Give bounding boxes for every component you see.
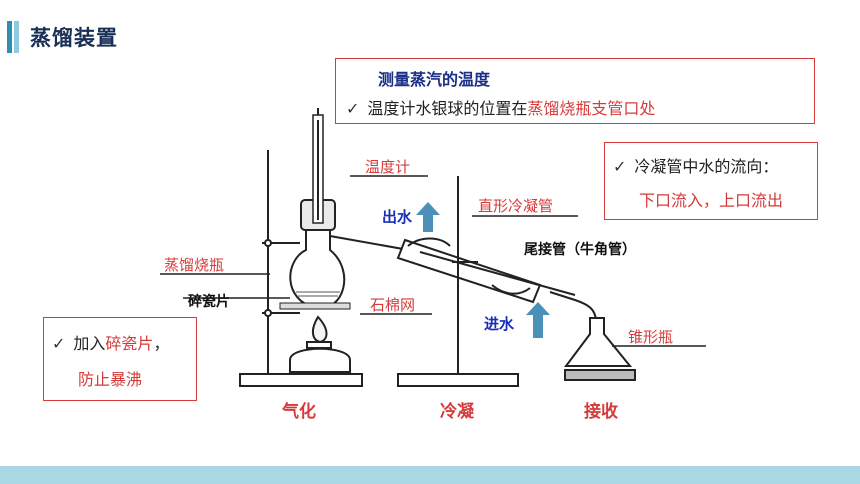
stage-collect: 接收 <box>584 402 618 422</box>
alcohol-burner <box>289 315 351 373</box>
stage-vaporize: 气化 <box>282 402 316 422</box>
label-chips: 碎瓷片 <box>188 294 230 310</box>
adapter-tube <box>549 291 597 321</box>
label-thermometer: 温度计 <box>365 158 411 176</box>
header-accent-bar <box>7 21 12 53</box>
asbestos-gauze <box>279 302 351 310</box>
label-condenser: 直形冷凝管 <box>478 197 554 215</box>
checkmark-icon: ✓ <box>613 157 627 176</box>
water-flow-note-box: ✓冷凝管中水的流向： 下口流入，上口流出 <box>604 142 818 220</box>
footer-band <box>0 466 860 484</box>
condenser-tube <box>329 235 576 304</box>
thermometer-note-box: 测量蒸汽的温度 ✓温度计水银球的位置在蒸馏烧瓶支管口处 <box>335 58 815 124</box>
label-water-in: 进水 <box>484 315 515 333</box>
water-out-arrow <box>416 202 440 232</box>
label-erlenmeyer: 锥形瓶 <box>628 328 674 346</box>
label-flask: 蒸馏烧瓶 <box>164 256 225 274</box>
thermometer <box>312 114 324 224</box>
water-flow-line1: ✓冷凝管中水的流向： <box>613 157 779 176</box>
header-accent-bar-light <box>14 21 19 53</box>
page-title: 蒸馏装置 <box>30 26 118 50</box>
checkmark-icon: ✓ <box>346 99 360 118</box>
left-iron-stand <box>239 150 363 387</box>
thermometer-note-heading: 测量蒸汽的温度 <box>378 70 491 89</box>
boiling-chips-note-box: ✓加入碎瓷片， 防止暴沸 <box>43 317 197 401</box>
boiling-chips-line2: 防止暴沸 <box>78 370 143 389</box>
water-in-arrow <box>526 302 550 338</box>
middle-iron-stand <box>397 176 519 387</box>
boiling-chips-line1: ✓加入碎瓷片， <box>52 334 170 353</box>
boiling-chips <box>296 291 340 297</box>
thermometer-note-line: ✓温度计水银球的位置在蒸馏烧瓶支管口处 <box>346 99 656 118</box>
label-gauze: 石棉网 <box>370 296 416 314</box>
water-flow-line2: 下口流入，上口流出 <box>639 191 784 210</box>
checkmark-icon: ✓ <box>52 334 66 353</box>
label-adapter: 尾接管（牛角管） <box>524 242 636 258</box>
label-water-out: 出水 <box>382 208 413 226</box>
stage-condense: 冷凝 <box>440 402 474 422</box>
erlenmeyer-flask <box>564 317 636 381</box>
